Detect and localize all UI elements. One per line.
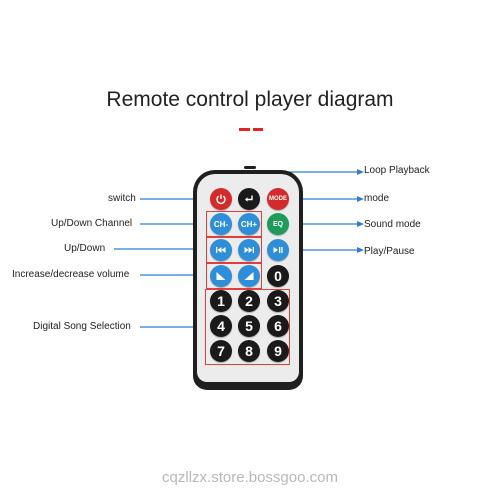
volume-up-button[interactable] <box>238 265 260 287</box>
label-loop-playback: Loop Playback <box>364 165 430 176</box>
next-button[interactable] <box>238 239 260 261</box>
watermark: cqzllzx.store.bossgoo.com <box>162 469 338 486</box>
power-icon <box>216 194 226 205</box>
previous-track-icon <box>216 247 226 253</box>
digit-4-button[interactable]: 4 <box>210 315 232 337</box>
digit-1-button[interactable]: 1 <box>210 290 232 312</box>
play-pause-button[interactable] <box>267 239 289 261</box>
volume-down-button[interactable] <box>210 265 232 287</box>
label-up-down: Up/Down <box>64 243 106 254</box>
digits-highlight-box <box>205 289 290 365</box>
power-button[interactable] <box>210 188 232 210</box>
remote-top-slot <box>244 166 256 169</box>
channel-up-button[interactable]: CH+ <box>238 213 260 235</box>
channel-down-button[interactable]: CH- <box>210 213 232 235</box>
digit-0-button[interactable]: 0 <box>267 265 289 287</box>
page-title: Remote control player diagram <box>106 88 394 111</box>
digit-8-button[interactable]: 8 <box>238 340 260 362</box>
label-switch: switch <box>108 193 136 204</box>
digit-3-button[interactable]: 3 <box>267 290 289 312</box>
channel-highlight-box <box>206 211 262 237</box>
loop-playback-button[interactable] <box>238 188 260 210</box>
label-volume: Increase/decrease volume <box>12 269 130 280</box>
label-play-pause: Play/Pause <box>364 246 415 257</box>
label-sound-mode: Sound mode <box>364 219 421 230</box>
loop-return-icon <box>245 195 253 202</box>
digit-6-button[interactable]: 6 <box>267 315 289 337</box>
previous-button[interactable] <box>210 239 232 261</box>
label-digital-song-selection: Digital Song Selection <box>33 321 131 332</box>
play-pause-icon <box>273 247 283 253</box>
label-mode: mode <box>364 193 390 204</box>
volume-up-icon <box>244 272 254 280</box>
mode-button[interactable]: MODE <box>267 188 289 210</box>
title-underline-mark <box>239 128 263 131</box>
volume-down-icon <box>216 272 226 280</box>
digit-9-button[interactable]: 9 <box>267 340 289 362</box>
digit-7-button[interactable]: 7 <box>210 340 232 362</box>
digit-2-button[interactable]: 2 <box>238 290 260 312</box>
updown-highlight-box <box>206 237 262 263</box>
eq-button[interactable]: EQ <box>267 213 289 235</box>
next-track-icon <box>244 247 254 253</box>
digit-5-button[interactable]: 5 <box>238 315 260 337</box>
volume-highlight-box <box>206 263 262 289</box>
label-up-down-channel: Up/Down Channel <box>51 218 133 229</box>
